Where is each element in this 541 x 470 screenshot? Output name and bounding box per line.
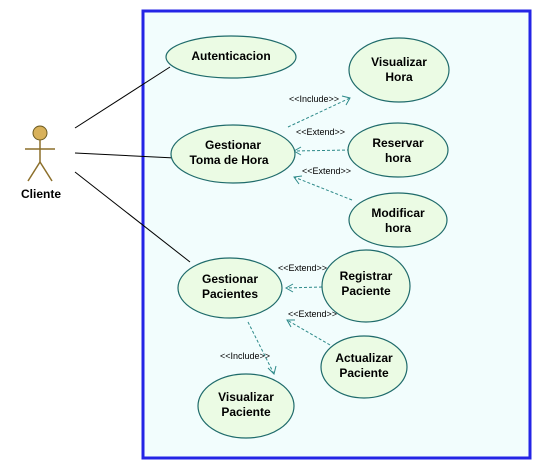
label-extend-reservar: <<Extend>> — [296, 127, 345, 137]
usecase-visualizar-hora-label-2: Hora — [385, 70, 413, 84]
usecase-gestionar-toma-de-hora: Gestionar Toma de Hora — [170, 124, 296, 184]
extend-registrar-arrow — [284, 283, 294, 293]
usecase-modificar-hora-label-2: hora — [385, 221, 411, 235]
extend-modificar-arrow — [293, 175, 303, 185]
usecase-actualizar-paciente-label-1: Actualizar — [335, 351, 393, 365]
label-include-visualizar-hora: <<Include>> — [289, 94, 339, 104]
usecase-autenticacion-label: Autenticacion — [191, 49, 270, 63]
usecase-reservar-hora: Reservar hora — [347, 122, 449, 178]
assoc-gestionar-pacientes — [74, 171, 191, 263]
usecase-gestionar-toma-label-2: Toma de Hora — [189, 153, 268, 167]
usecase-gestionar-pacientes-label-1: Gestionar — [202, 272, 258, 286]
extend-actualizar-arrow — [286, 319, 295, 328]
usecase-actualizar-paciente: Actualizar Paciente — [320, 335, 408, 399]
label-include-visualizar-paciente: <<Include>> — [220, 351, 270, 361]
label-extend-modificar: <<Extend>> — [302, 166, 351, 176]
usecase-visualizar-hora-label-1: Visualizar — [371, 55, 427, 69]
label-extend-actualizar: <<Extend>> — [288, 309, 337, 319]
actor-right-leg — [39, 161, 53, 182]
assoc-gestionar-toma — [74, 152, 176, 159]
usecase-gestionar-pacientes-label-2: Pacientes — [202, 287, 258, 301]
usecase-visualizar-hora: Visualizar Hora — [348, 37, 450, 103]
include-visualizar-hora-line — [287, 97, 351, 128]
usecase-registrar-paciente-label-2: Paciente — [341, 284, 391, 298]
extend-registrar-line — [285, 286, 323, 289]
actor-left-leg — [27, 161, 41, 182]
actor-label: Cliente — [21, 187, 61, 201]
usecase-registrar-paciente-label-1: Registrar — [340, 269, 393, 283]
usecase-gestionar-pacientes: Gestionar Pacientes — [177, 257, 283, 319]
actor-cliente: Cliente — [21, 125, 61, 201]
extend-modificar-line — [293, 176, 353, 201]
usecase-reservar-hora-label-2: hora — [385, 151, 411, 165]
assoc-autenticacion — [74, 66, 171, 129]
usecase-reservar-hora-label-1: Reservar — [372, 136, 424, 150]
usecase-actualizar-paciente-label-2: Paciente — [339, 366, 389, 380]
usecase-visualizar-paciente: Visualizar Paciente — [197, 373, 295, 439]
usecase-visualizar-paciente-label-1: Visualizar — [218, 390, 274, 404]
extend-actualizar-line — [286, 319, 331, 346]
usecase-visualizar-paciente-label-2: Paciente — [221, 405, 271, 419]
usecase-modificar-hora-label-1: Modificar — [371, 206, 425, 220]
extend-reservar-line — [293, 149, 351, 152]
label-extend-registrar: <<Extend>> — [278, 263, 327, 273]
usecase-modificar-hora: Modificar hora — [348, 192, 448, 248]
usecase-autenticacion: Autenticacion — [165, 35, 297, 79]
include-visualizar-paciente-arrow — [267, 365, 277, 375]
usecase-registrar-paciente: Registrar Paciente — [321, 249, 411, 323]
include-visualizar-hora-arrow — [341, 95, 351, 106]
actor-head-icon — [32, 125, 48, 141]
usecase-gestionar-toma-label-1: Gestionar — [205, 138, 261, 152]
